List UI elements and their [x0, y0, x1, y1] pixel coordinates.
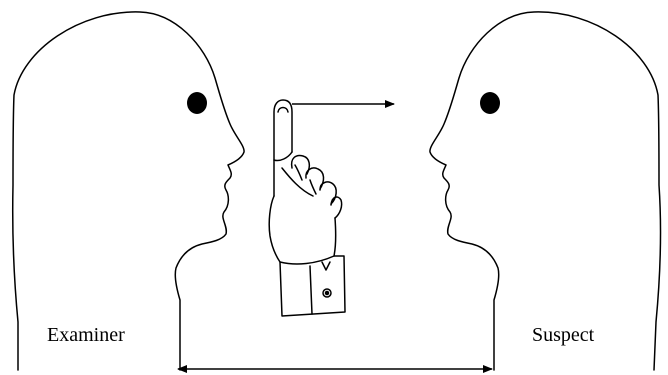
suspect-head-icon: [429, 11, 662, 371]
cuff-button: [322, 288, 332, 298]
examiner-head-icon: [11, 11, 245, 371]
suspect-eye: [480, 92, 500, 114]
suspect-label: Suspect: [532, 324, 595, 346]
raised-index-finger-hand-icon: [268, 99, 346, 317]
examiner-label: Examiner: [47, 324, 125, 346]
examiner-eye: [187, 92, 207, 114]
